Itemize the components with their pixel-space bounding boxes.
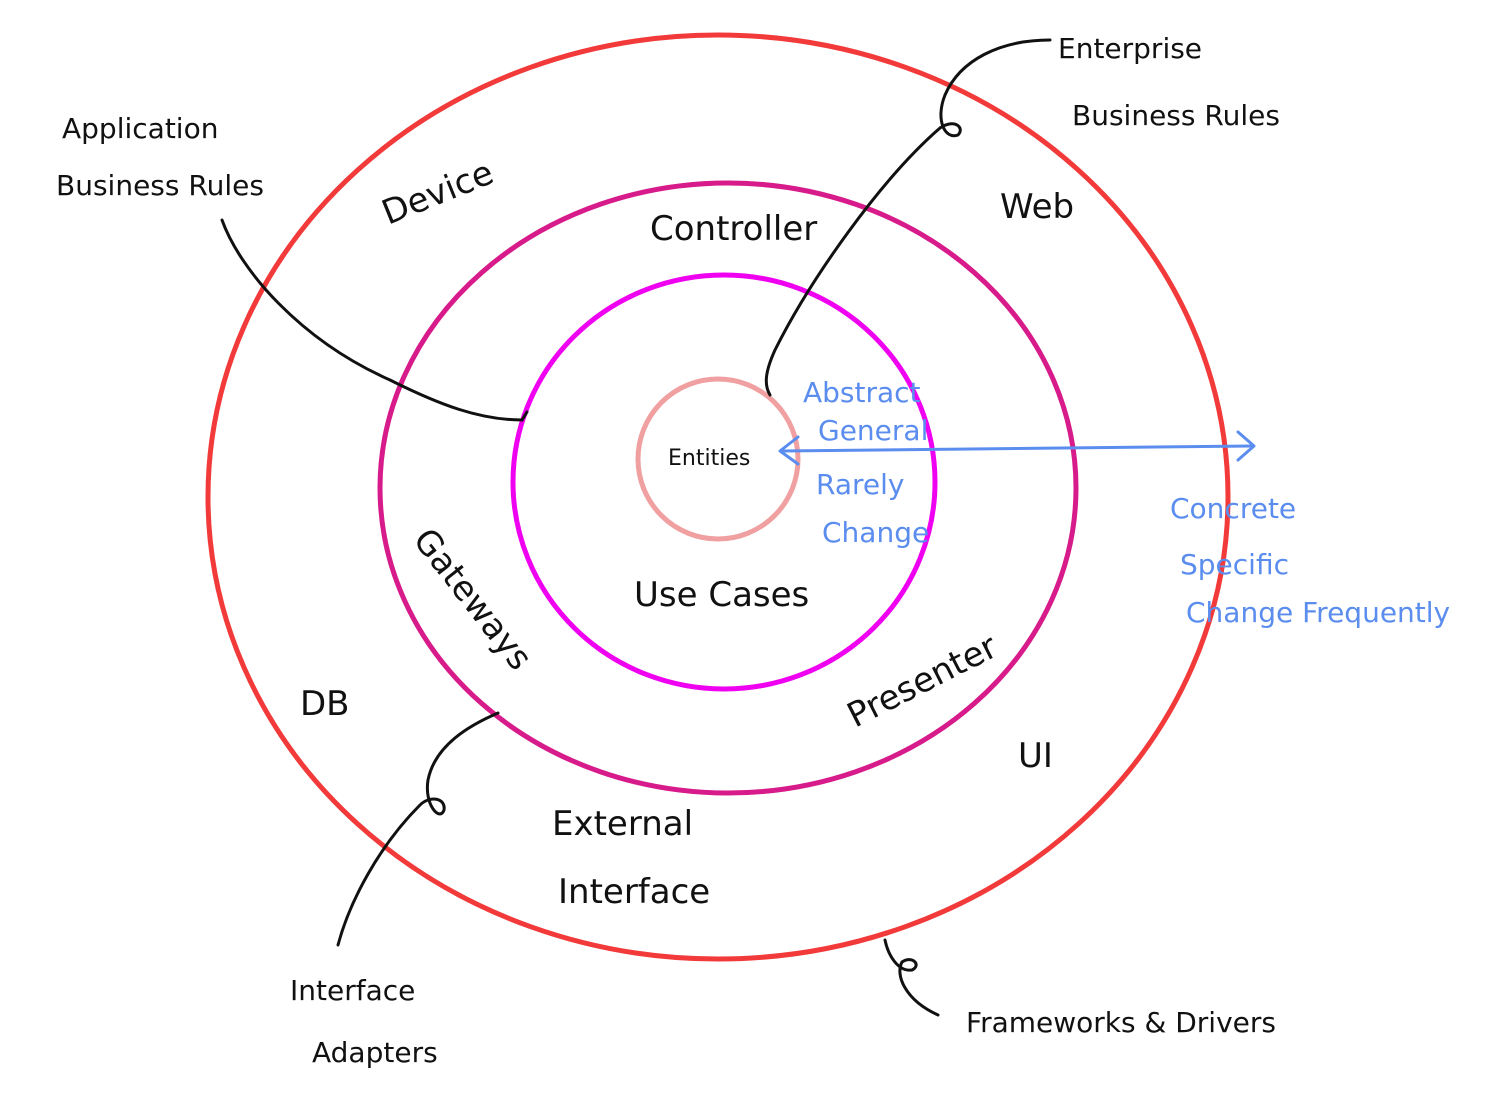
external-interface-label-line1: External (552, 804, 693, 844)
application-business-rules-label-line2: Business Rules (56, 169, 264, 202)
gradient-arrow-right-head (1236, 430, 1256, 462)
use-cases-ring (510, 272, 938, 692)
gradient-arrow-line (781, 444, 1253, 453)
device-label: Device (376, 153, 499, 234)
concrete-label: Concrete (1170, 492, 1296, 525)
gateways-label: Gateways (405, 521, 540, 678)
db-label: DB (300, 684, 350, 724)
change-label: Change (822, 516, 929, 549)
interface-adapters-label-line1: Interface (290, 974, 415, 1007)
interface-adapters-connector (336, 711, 500, 947)
frameworks-drivers-ring (205, 32, 1231, 962)
entities-ring (635, 376, 801, 542)
enterprise-business-rules-label-line1: Enterprise (1058, 32, 1202, 65)
frameworks-drivers-connector (883, 938, 940, 1017)
gradient-arrow-left-head (778, 435, 800, 466)
web-label: Web (1000, 187, 1074, 227)
change-frequently-label: Change Frequently (1186, 596, 1450, 629)
application-business-rules-connector (220, 218, 529, 422)
general-label: General (818, 414, 928, 447)
rarely-label: Rarely (816, 468, 904, 501)
ui-label: UI (1018, 736, 1053, 776)
interface-adapters-ring (377, 180, 1079, 796)
external-interface-label-line2: Interface (558, 872, 710, 912)
entities-label: Entities (668, 446, 750, 471)
application-business-rules-label-line1: Application (62, 112, 218, 145)
use-cases-label: Use Cases (634, 575, 809, 615)
specific-label: Specific (1180, 548, 1289, 581)
presenter-label: Presenter (841, 627, 1004, 736)
enterprise-business-rules-label-line2: Business Rules (1072, 99, 1280, 132)
enterprise-business-rules-connector (764, 38, 1052, 397)
controller-label: Controller (650, 209, 817, 249)
interface-adapters-label-line2: Adapters (312, 1036, 438, 1069)
frameworks-drivers-label: Frameworks & Drivers (966, 1006, 1276, 1039)
abstract-label: Abstract (803, 376, 921, 409)
